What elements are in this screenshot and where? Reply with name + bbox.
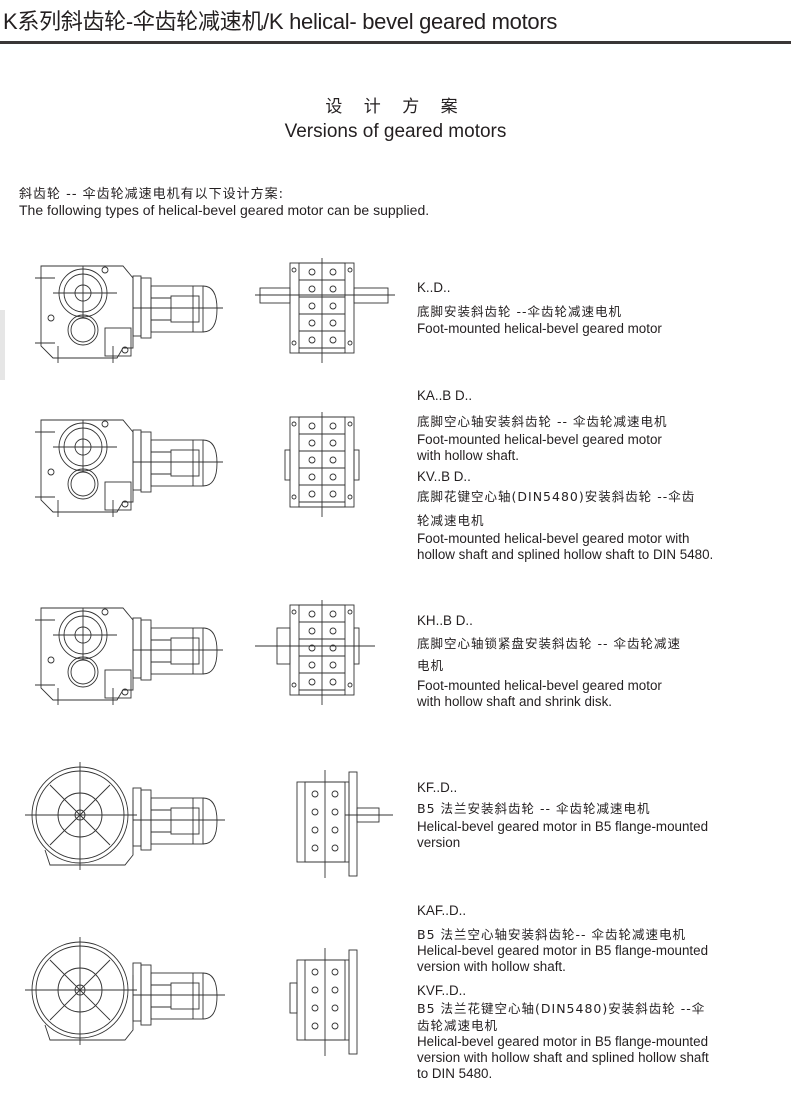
version-desc-cn: 电机 (417, 658, 445, 673)
version-desc-en: Helical-bevel geared motor in B5 flange-… (417, 943, 709, 958)
version-desc-cn: B5 法兰安装斜齿轮 -- 伞齿轮减速电机 (417, 801, 651, 816)
foot-mounted-side-view-drawing (33, 600, 223, 710)
version-code: KV..B D.. (417, 469, 471, 484)
version-code: KA..B D.. (417, 388, 473, 403)
intro-cn: 斜齿轮 -- 伞齿轮减速电机有以下设计方案: (19, 187, 285, 202)
foot-mounted-side-view-drawing (33, 258, 223, 368)
version-code: KAF..D.. (417, 903, 467, 918)
version-desc-cn: 底脚空心轴安装斜齿轮 -- 伞齿轮减速电机 (417, 414, 668, 429)
flange-hollow-front-view-drawing (285, 948, 395, 1058)
version-desc-en: Foot-mounted helical-bevel geared motor (417, 432, 662, 447)
version-desc-en: version (417, 835, 461, 850)
version-desc-en: hollow shaft and splined hollow shaft to… (417, 547, 714, 562)
shrink-disk-front-view-drawing (255, 600, 395, 710)
version-desc-cn: 底脚空心轴锁紧盘安装斜齿轮 -- 伞齿轮减速 (417, 636, 681, 651)
version-code: KH..B D.. (417, 613, 473, 628)
version-desc-cn: 底脚花键空心轴(DIN5480)安装斜齿轮 --伞齿 (417, 489, 696, 504)
version-desc-en: with hollow shaft and shrink disk. (417, 694, 613, 709)
section-title-cn: 设 计 方 案 (325, 97, 466, 117)
foot-mounted-side-view-drawing (33, 412, 223, 522)
version-desc-en: Helical-bevel geared motor in B5 flange-… (417, 819, 709, 834)
section-title-en: Versions of geared motors (284, 121, 507, 142)
version-desc-en: Foot-mounted helical-bevel geared motor (417, 678, 662, 693)
solid-shaft-front-view-drawing (255, 258, 395, 368)
version-desc-en: Foot-mounted helical-bevel geared motor … (417, 531, 690, 546)
flange-mounted-side-view-drawing (25, 935, 225, 1050)
header-rule (0, 41, 791, 44)
intro-en: The following types of helical-bevel gea… (19, 202, 430, 218)
version-desc-cn: 轮减速电机 (417, 513, 485, 528)
version-desc-cn: B5 法兰花键空心轴(DIN5480)安装斜齿轮 --伞 (417, 1001, 706, 1016)
version-desc-cn: 齿轮减速电机 (417, 1018, 499, 1033)
version-desc-cn: B5 法兰空心轴安装斜齿轮-- 伞齿轮减速电机 (417, 927, 686, 942)
version-desc-en: to DIN 5480. (417, 1066, 493, 1081)
version-desc-cn: 底脚安装斜齿轮 --伞齿轮减速电机 (417, 304, 622, 319)
version-desc-en: Foot-mounted helical-bevel geared motor (417, 321, 662, 336)
version-desc-en: version with hollow shaft and splined ho… (417, 1050, 709, 1065)
version-desc-en: version with hollow shaft. (417, 959, 566, 974)
version-desc-en: Helical-bevel geared motor in B5 flange-… (417, 1034, 709, 1049)
flange-front-view-drawing (285, 770, 395, 880)
version-desc-en: with hollow shaft. (417, 448, 519, 463)
flange-mounted-side-view-drawing (25, 760, 225, 875)
hollow-shaft-front-view-drawing (255, 412, 395, 522)
version-code: KVF..D.. (417, 983, 467, 998)
version-code: KF..D.. (417, 780, 458, 795)
version-code: K..D.. (417, 280, 451, 295)
page-edge-mark (0, 310, 5, 380)
page-header-title: K系列斜齿轮-伞齿轮减速机/K helical- bevel geared mo… (3, 9, 558, 34)
